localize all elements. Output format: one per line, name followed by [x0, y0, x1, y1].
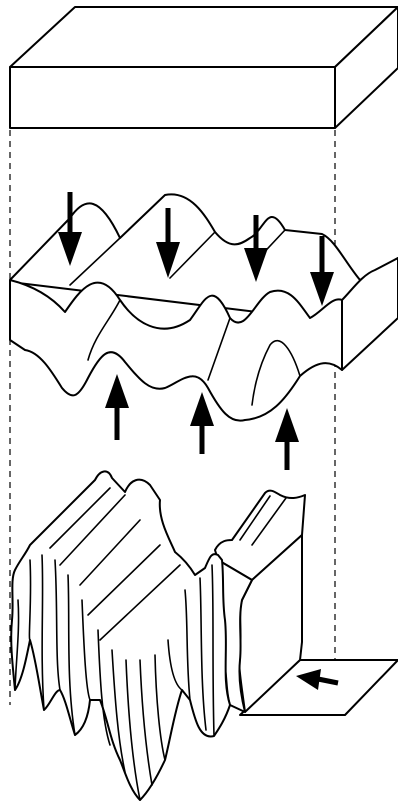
single-wave-layer [9, 192, 398, 470]
up-arrows [105, 374, 299, 470]
fold-limb [54, 559, 61, 691]
wave-layer-front-face [9, 279, 343, 422]
fold-limb [97, 629, 111, 746]
folded-layer [10, 470, 398, 801]
fold-limb [14, 599, 20, 691]
fold-limb [154, 654, 166, 761]
wave-layer-trough-3 [251, 339, 301, 406]
left-fold-mass [10, 470, 231, 801]
fold-crest [59, 494, 126, 566]
down-arrow [310, 236, 334, 306]
up-arrow [190, 392, 214, 454]
down-arrow [244, 215, 268, 282]
flat-block-front-face [9, 66, 336, 129]
fold-crest [79, 519, 141, 586]
right-block-crease [239, 495, 271, 541]
fold-limb [81, 599, 91, 701]
fold-limb [139, 659, 153, 786]
flat-block [9, 6, 398, 129]
fold-limb [125, 659, 141, 801]
fold-limb [167, 639, 183, 691]
wave-layer-ridge-1 [69, 237, 121, 286]
right-block-top [214, 489, 306, 581]
up-arrow [275, 408, 299, 470]
fold-crest [87, 544, 161, 616]
fold-crest [99, 564, 181, 641]
wave-layer-side-face [341, 257, 398, 371]
fold-crest [49, 487, 111, 549]
wave-layer-trough-2 [207, 317, 231, 381]
guide-lines [9, 130, 336, 705]
lateral-arrow [296, 669, 339, 690]
fold-limb [111, 649, 126, 773]
fold-limb [211, 564, 215, 737]
down-arrows [58, 192, 334, 306]
down-arrow [58, 192, 82, 266]
wave-layer-trough-1 [87, 299, 121, 361]
wave-layer-ridge-2 [169, 231, 216, 279]
fold-limb [28, 559, 32, 641]
fold-limb [67, 574, 76, 736]
right-block-crease [251, 497, 287, 546]
fold-limb [41, 554, 45, 711]
fold-limb [199, 577, 207, 731]
fold-mass-outline [10, 470, 231, 801]
down-arrow [156, 208, 180, 278]
fold-limb [184, 589, 191, 701]
flat-block-top-face [9, 6, 398, 68]
up-arrow [105, 374, 129, 440]
